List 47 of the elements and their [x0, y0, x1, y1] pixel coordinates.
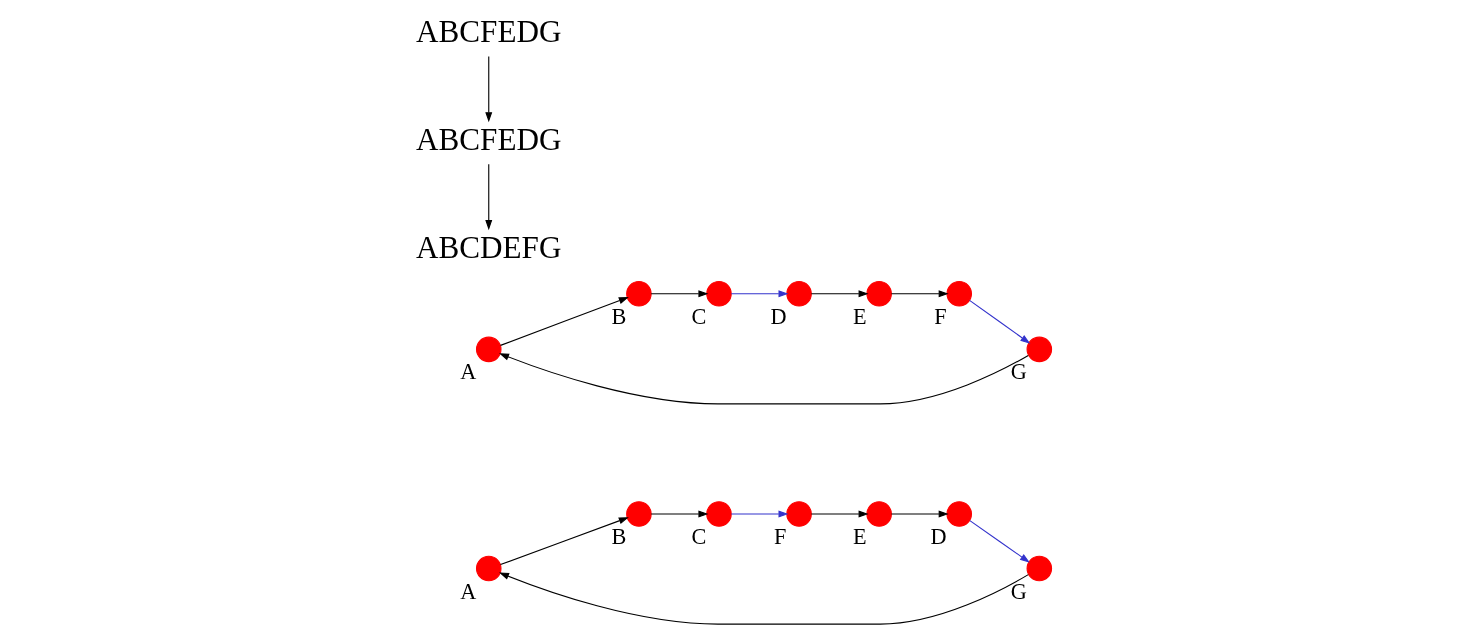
node-label: B: [611, 524, 627, 550]
node-label: G: [1010, 359, 1027, 385]
node-circle: [626, 280, 652, 307]
node-label: F: [934, 303, 947, 329]
arrow: [810, 290, 869, 298]
arrow: [485, 55, 493, 123]
node-text: ABCFEDG: [416, 14, 562, 50]
node-circle: [786, 501, 812, 527]
arrow: [810, 510, 869, 518]
node-circle: [475, 555, 502, 582]
node-label: C: [691, 524, 707, 550]
arrow: [485, 163, 493, 231]
arrow: [969, 520, 1030, 563]
node-circle: [866, 280, 892, 307]
node-circle: [786, 280, 812, 307]
arrow: [890, 290, 949, 298]
node-label: G: [1010, 578, 1027, 604]
node-text: ABCDEFG: [416, 230, 562, 266]
node-circle: [866, 501, 892, 527]
node-label: D: [930, 524, 947, 550]
arrow: [650, 290, 709, 298]
node-text: ABCFEDG: [416, 122, 562, 158]
arrow: [730, 290, 789, 298]
node-circle: [946, 280, 973, 307]
arrow: [890, 510, 949, 518]
node-label: C: [691, 303, 707, 329]
node-label: B: [611, 303, 627, 329]
node-label: E: [852, 303, 867, 329]
node-label: D: [770, 303, 787, 329]
arrow: [499, 517, 629, 566]
node-label: A: [460, 578, 477, 604]
arrow: [650, 510, 709, 518]
node-circle: [706, 280, 732, 307]
arrow: [499, 297, 629, 346]
arrow: [499, 353, 1029, 405]
node-circle: [1026, 336, 1053, 363]
node-circle: [706, 501, 732, 527]
arrow: [499, 572, 1029, 625]
arrow: [730, 510, 789, 518]
node-label: F: [773, 524, 787, 550]
node-circle: [626, 501, 652, 527]
node-circle: [1026, 555, 1053, 582]
node-circle: [946, 501, 973, 527]
node-label: E: [852, 524, 867, 550]
node-label: A: [460, 359, 477, 385]
node-circle: [475, 336, 502, 363]
arrow: [969, 299, 1031, 344]
